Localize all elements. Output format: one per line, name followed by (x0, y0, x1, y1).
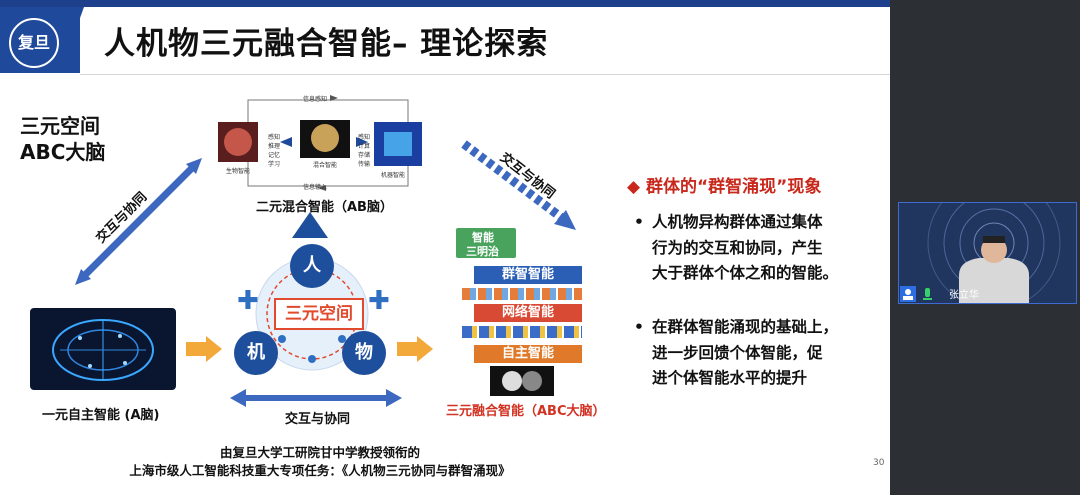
orange-arrow-right (397, 336, 433, 362)
star-trail-background (899, 203, 1076, 303)
ab-brain-diagram (218, 95, 422, 191)
ab-bottom-box: 信息输入 (303, 184, 328, 191)
bullet-dot-icon: • (634, 213, 644, 231)
ab-mid-caption: 混合智能 (313, 162, 338, 169)
sandwich-title-1: 智能 (472, 231, 494, 244)
page-number: 30 (873, 458, 885, 468)
circle-machine: 机 (234, 331, 278, 375)
plus-icon-left: ✚ (237, 286, 259, 316)
layer-group-intelligence: 群智智能 (474, 266, 582, 284)
bullet-item-2: • 在群体智能涌现的基础上， 进一步回馈个体智能，促 进个体智能水平的提升 (634, 315, 882, 392)
ab-list-left-3: 学习 (268, 161, 281, 168)
layer-strip-1 (462, 288, 582, 300)
bullet-2-line-3: 进个体智能水平的提升 (652, 369, 808, 387)
university-logo: 复旦 (9, 18, 59, 68)
title-slant-decoration (60, 7, 84, 73)
circle-person: 人 (290, 244, 334, 288)
label-abc-brain: ABC大脑 (20, 140, 106, 164)
title-divider (80, 74, 890, 75)
plus-icon-right: ✚ (368, 286, 390, 316)
ab-list-right-2: 存储 (358, 152, 371, 159)
bullet-1-line-1: 人机物异构群体通过集体 (652, 213, 823, 231)
participant-video-tile[interactable]: 张立华 (898, 202, 1077, 304)
face-profile-icon (502, 371, 542, 391)
footer-line-1: 由复旦大学工研院甘中学教授领衔的 (219, 445, 420, 460)
ab-list-left-2: 记忆 (268, 152, 281, 159)
ab-top-box: 信息感知 (303, 96, 328, 103)
tri-center-box: 三元空间 (274, 298, 364, 330)
ab-list-left-1: 推理 (268, 143, 281, 150)
ab-left-caption: 生物智能 (226, 168, 251, 175)
slide-title: 人机物三元融合智能– 理论探索 (104, 26, 549, 62)
bullet-1-line-2: 行为的交互和协同，产生 (652, 238, 823, 257)
sandwich-title-box (456, 228, 516, 258)
layer-strip-2 (462, 326, 582, 338)
diagonal-arrow-right (461, 140, 576, 230)
footer-line-2: 上海市级人工智能科技重大专项任务：《人机物三元协同与群智涌现》 (129, 463, 511, 478)
presentation-slide: 复旦 人机物三元融合智能– 理论探索 三元空间 ABC大脑 交互与协同 交互与协… (0, 0, 890, 495)
title-band (80, 7, 890, 73)
slide-top-bar (0, 0, 890, 7)
ab-list-right-1: 计算 (358, 143, 371, 150)
participant-name: 张立华 (949, 290, 979, 301)
ab-brain-caption: 二元混合智能（AB脑） (256, 200, 393, 215)
label-three-spaces: 三元空间 (20, 114, 100, 138)
orange-arrow-left (186, 336, 222, 362)
a-brain-image (30, 308, 176, 390)
ab-list-left-0: 感知 (268, 134, 281, 141)
bullet-item-1: • 人机物异构群体通过集体 行为的交互和协同，产生 大于群体个体之和的智能。 (634, 210, 882, 287)
sandwich-title-2: 三明治 (466, 245, 499, 258)
participant-status-icons (900, 286, 932, 302)
bullet-2-line-1: 在群体智能涌现的基础上， (652, 318, 839, 336)
bullet-2-line-2: 进一步回馈个体智能，促 (652, 343, 823, 362)
layer-network-intelligence: 网络智能 (474, 304, 582, 322)
circuit-brain-icon (52, 319, 154, 381)
bullet-heading: ◆ 群体的“群智涌现”现象 (627, 177, 822, 197)
bullet-1-line-3: 大于群体个体之和的智能。 (652, 264, 839, 282)
circle-thing: 物 (342, 331, 386, 375)
ab-list-right-3: 传输 (358, 161, 371, 168)
a-brain-caption: 一元自主智能 (A脑) (42, 408, 160, 423)
up-arrow-icon (292, 212, 328, 238)
bottom-double-arrow (230, 389, 402, 407)
ab-list-right-0: 感知 (358, 134, 371, 141)
participant-name-badge: 张立华 (899, 285, 1076, 303)
ab-right-caption: 机器智能 (381, 172, 406, 179)
bottom-arrow-label: 交互与协同 (285, 412, 351, 427)
bullet-dot-icon: • (634, 318, 644, 336)
diagonal-arrow-left (75, 158, 202, 285)
abc-brain-caption: 三元融合智能（ABC大脑） (446, 404, 606, 419)
layer-autonomous-intelligence: 自主智能 (474, 345, 582, 363)
human-robot-image (490, 366, 554, 396)
